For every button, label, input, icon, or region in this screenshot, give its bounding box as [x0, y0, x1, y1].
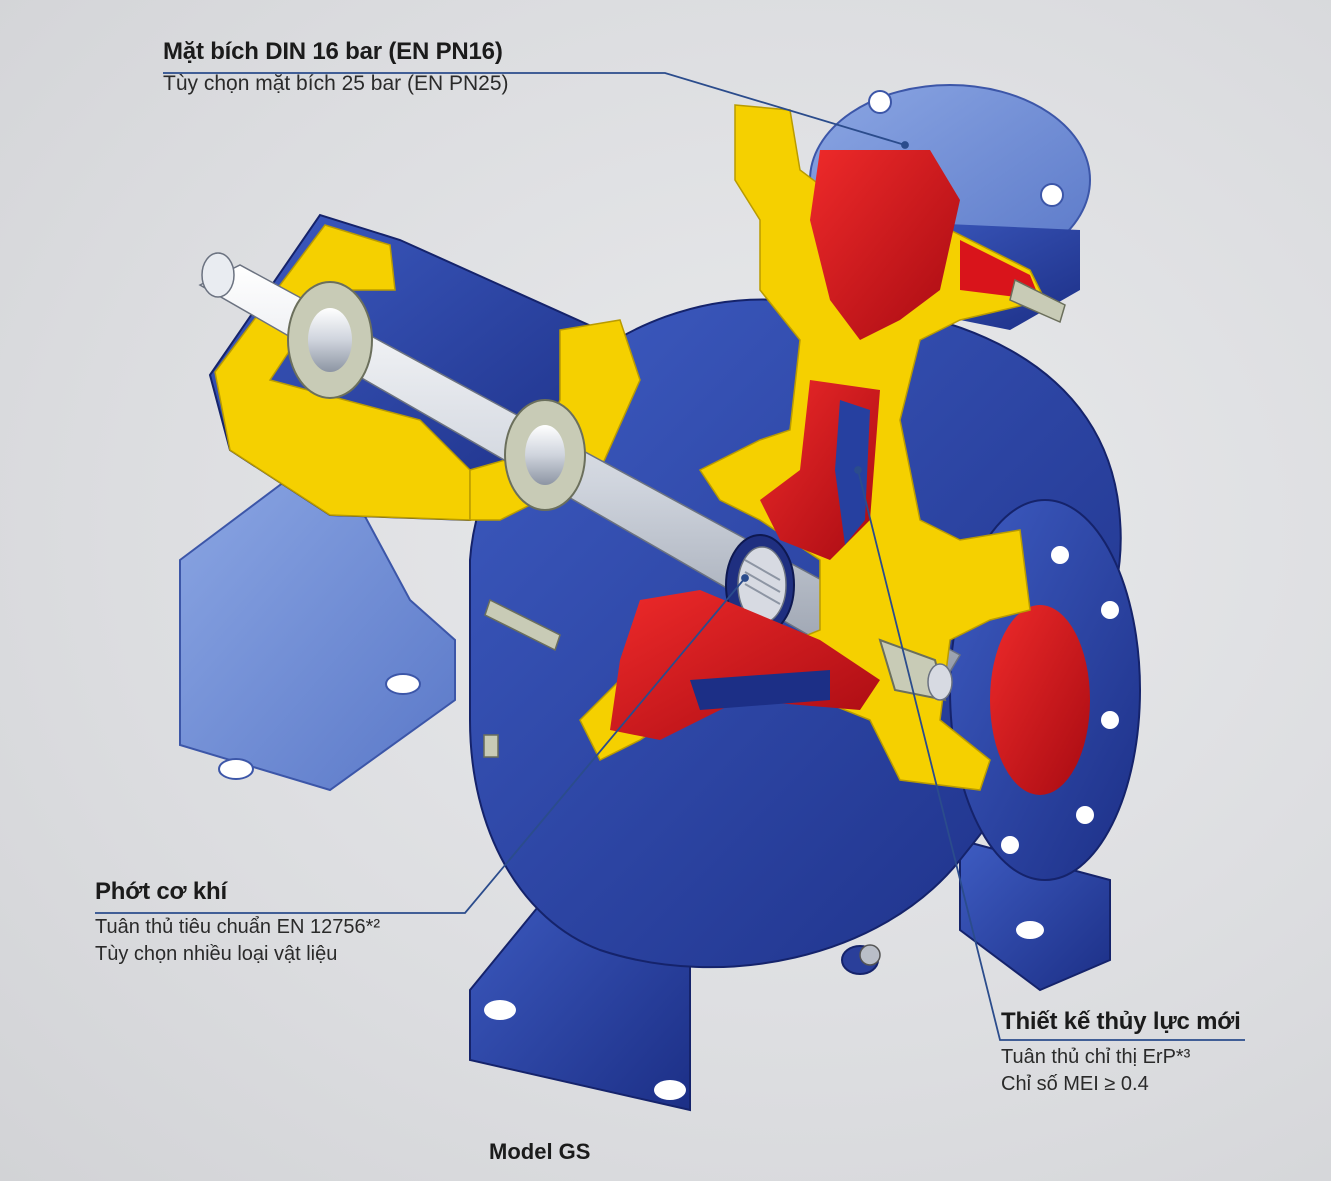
callout-hydraulic-line-2: Chỉ số MEI ≥ 0.4 — [1001, 1073, 1149, 1095]
callout-flange-title: Mặt bích DIN 16 bar (EN PN16) — [163, 38, 503, 65]
leader-lines — [95, 72, 1245, 1041]
callout-hydraulic-line-1: Tuân thủ chỉ thị ErP*³ — [1001, 1046, 1191, 1068]
impeller-nut — [878, 638, 953, 702]
callout-seal: Phớt cơ khí Tuân thủ tiêu chuẩn EN 12756… — [95, 878, 380, 966]
callout-seal-title: Phớt cơ khí — [95, 878, 227, 905]
callout-flange-line-1: Tùy chọn mặt bích 25 bar (EN PN25) — [163, 72, 509, 95]
bearings — [287, 281, 586, 511]
mounting-bracket — [179, 469, 456, 792]
callout-hydraulic: Thiết kế thủy lực mới Tuân thủ chỉ thị E… — [1001, 1008, 1241, 1096]
leader-line-flange — [163, 72, 906, 146]
callout-seal-line-2: Tùy chọn nhiều loại vật liệu — [95, 943, 338, 965]
callout-hydraulic-title: Thiết kế thủy lực mới — [1001, 1008, 1241, 1035]
callout-flange: Mặt bích DIN 16 bar (EN PN16) Tùy chọn m… — [163, 38, 509, 96]
callout-seal-line-1: Tuân thủ tiêu chuẩn EN 12756*² — [95, 916, 381, 938]
bolts — [483, 278, 1066, 758]
leader-line-hydraulic — [857, 469, 1245, 1041]
leader-line-seal — [95, 577, 746, 914]
model-label: Model GS — [489, 1139, 591, 1164]
